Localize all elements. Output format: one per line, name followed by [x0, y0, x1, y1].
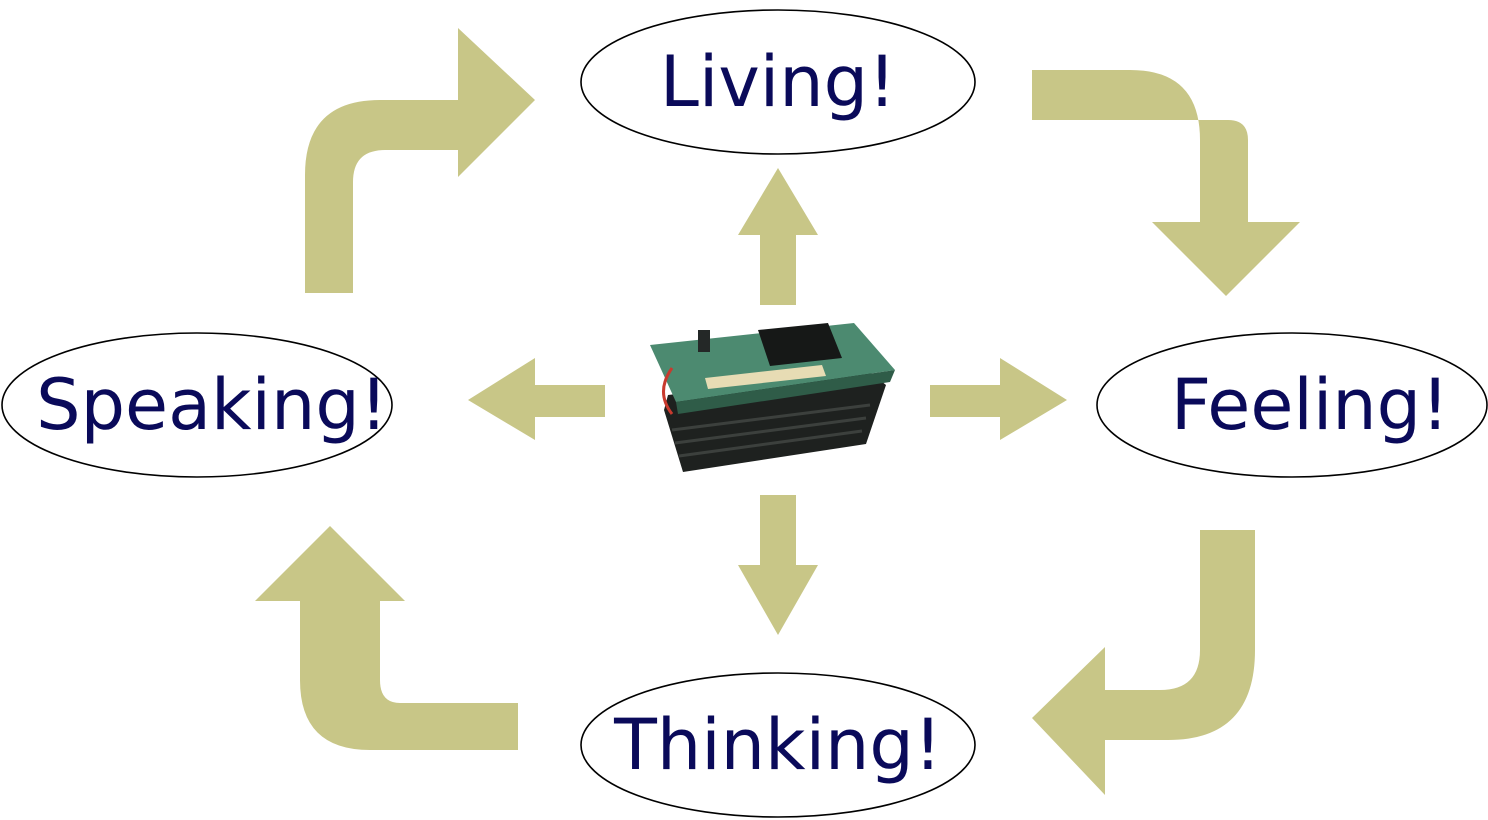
node-living-label: Living!	[660, 41, 896, 123]
curved-arrow-thinking-to-speaking	[255, 526, 518, 750]
curved-arrow-feeling-to-thinking	[1032, 530, 1255, 795]
node-speaking-ellipse	[1, 332, 393, 478]
board-heatsink-ridges	[671, 403, 871, 458]
node-thinking: Thinking!	[580, 672, 976, 818]
arrow-up-to-living	[738, 168, 818, 305]
circuit-board-icon	[650, 323, 895, 472]
arrow-right-to-feeling	[930, 358, 1067, 440]
board-pcb-edge	[676, 370, 895, 414]
curved-arrow-speaking-to-living	[305, 28, 535, 293]
node-speaking-label: Speaking!	[36, 364, 388, 446]
board-capacitor	[698, 330, 710, 352]
node-speaking: Speaking!	[1, 332, 393, 478]
node-living: Living!	[580, 9, 976, 155]
node-thinking-ellipse	[580, 672, 976, 818]
node-living-ellipse	[580, 9, 976, 155]
arrow-down-to-thinking	[738, 495, 818, 635]
arrow-left-to-speaking	[468, 358, 605, 440]
node-thinking-label: Thinking!	[613, 704, 942, 786]
board-connector	[705, 365, 826, 389]
node-feeling-ellipse	[1096, 332, 1488, 478]
node-feeling: Feeling!	[1096, 332, 1488, 478]
board-wire	[662, 367, 674, 415]
curved-arrow-living-to-feeling	[1032, 70, 1300, 296]
board-chip	[758, 323, 842, 366]
node-feeling-label: Feeling!	[1171, 364, 1449, 446]
